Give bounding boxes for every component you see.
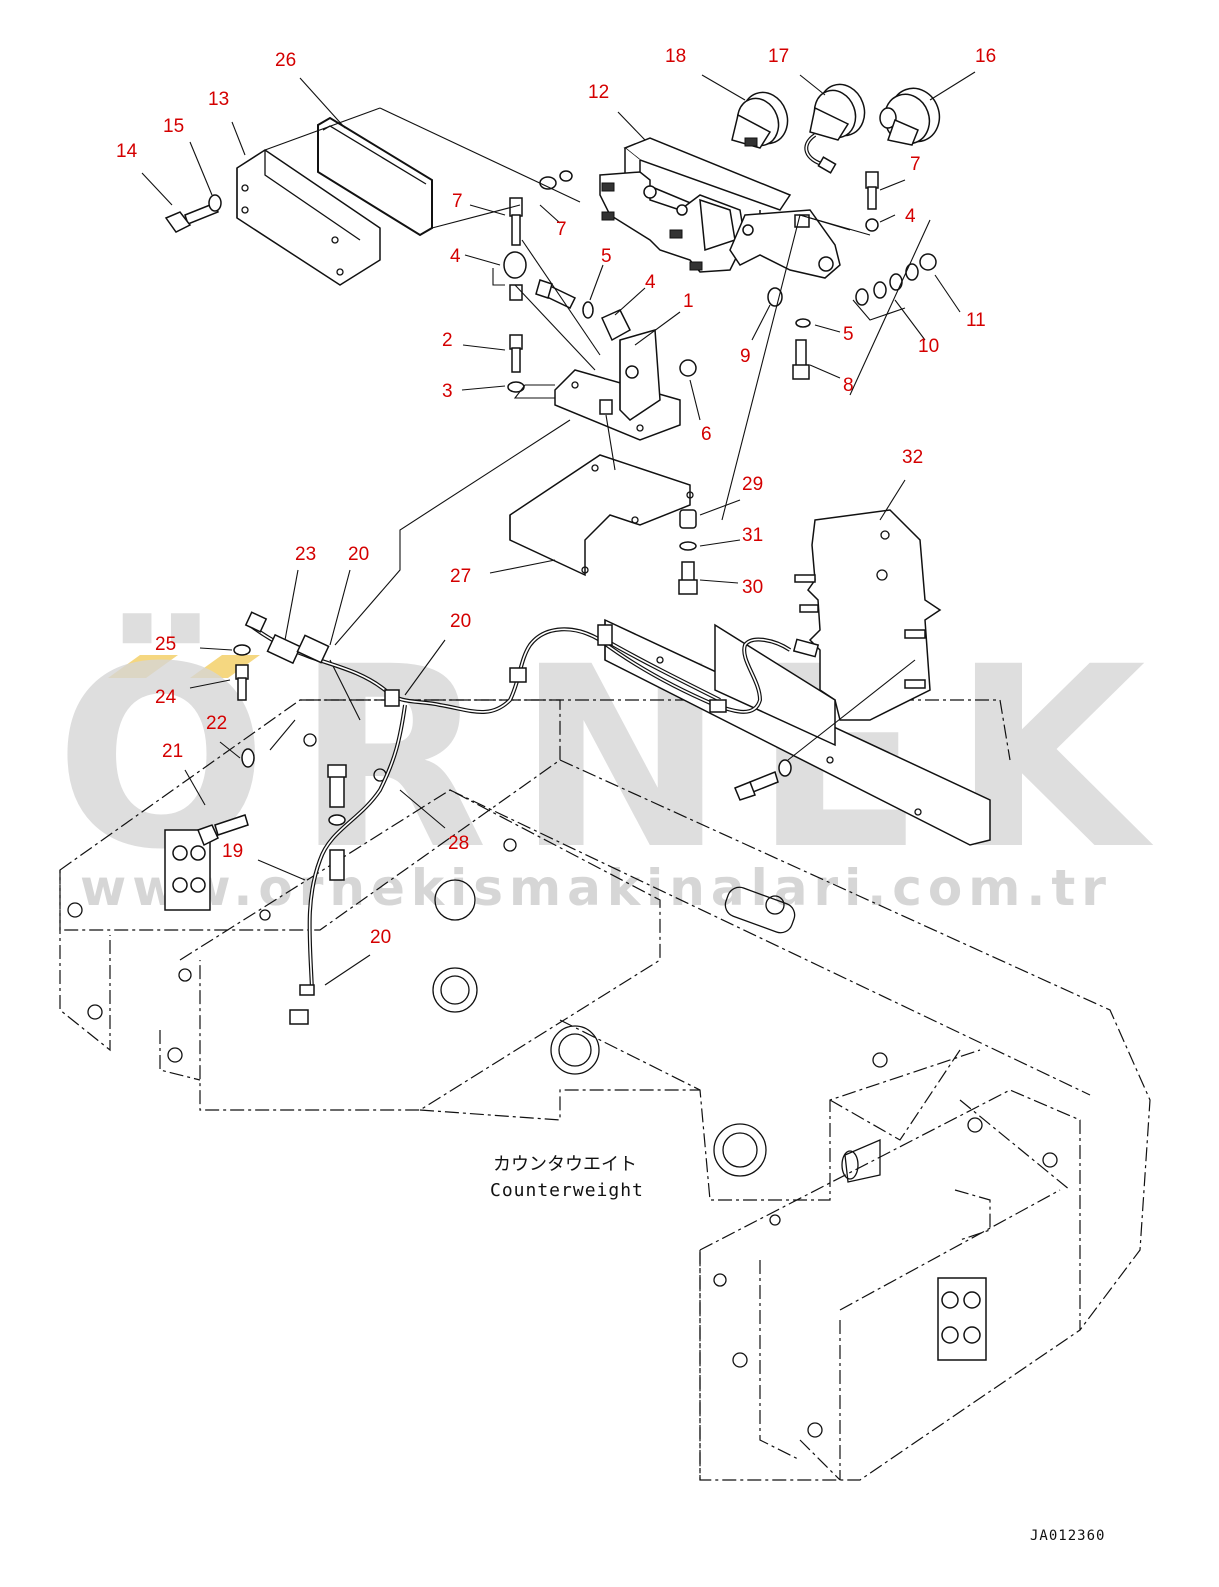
- bolt-2: [509, 334, 523, 373]
- callout-14: 14: [116, 141, 138, 162]
- bolt-7-left: [509, 197, 523, 246]
- gauge-17: [804, 83, 866, 174]
- callout-5a: 5: [601, 246, 612, 267]
- wiring-harness: [197, 611, 820, 1025]
- callout-4a: 4: [450, 246, 461, 267]
- counterweight-label-jp: カウンタウエイト: [493, 1154, 637, 1175]
- callout-7b: 7: [556, 219, 567, 240]
- washer-5-right: [795, 318, 811, 328]
- gauge-bracket-12: [599, 137, 841, 279]
- callout-11: 11: [966, 310, 986, 331]
- callout-18: 18: [665, 46, 686, 67]
- callout-8: 8: [843, 375, 854, 396]
- callout-labels: 1 2 3 4 4 4 5 5 6 7 7 7 8 9 10 11 12 13 …: [116, 46, 996, 948]
- watermark-url: www.ornekismakinalari.com.tr: [80, 859, 1112, 917]
- washer-top: [559, 170, 573, 182]
- gauge-16: [879, 87, 941, 146]
- callout-5b: 5: [843, 324, 854, 345]
- callout-7c: 7: [910, 154, 921, 175]
- bracket-plate-32: [794, 509, 942, 721]
- callout-leaders: [141, 71, 976, 986]
- base-plate-27: [509, 454, 694, 577]
- callout-31: 31: [742, 525, 763, 546]
- callout-20c: 20: [370, 927, 391, 948]
- mount-4-small: [865, 218, 879, 232]
- callout-17: 17: [768, 46, 789, 67]
- callout-22: 22: [206, 713, 227, 734]
- assembly-lines: [264, 107, 931, 761]
- callout-15: 15: [163, 116, 184, 137]
- callout-13: 13: [208, 89, 229, 110]
- callout-23: 23: [295, 544, 316, 565]
- callout-3: 3: [442, 381, 453, 402]
- callout-19: 19: [222, 841, 243, 862]
- callout-28: 28: [448, 833, 469, 854]
- mount-29: [679, 509, 697, 529]
- washer-15: [208, 194, 222, 212]
- bolt-7-right: [865, 171, 879, 210]
- drawing-code: JA012360: [1030, 1528, 1105, 1544]
- callout-29: 29: [742, 474, 763, 495]
- callout-10: 10: [918, 336, 939, 357]
- callout-4c: 4: [905, 206, 916, 227]
- callout-27: 27: [450, 566, 471, 587]
- callout-12: 12: [588, 82, 609, 103]
- callout-20b: 20: [450, 611, 471, 632]
- nut-11: [919, 253, 937, 271]
- bolt-5: [535, 279, 577, 309]
- watermark-accent-right: [190, 655, 260, 678]
- callout-2: 2: [442, 330, 453, 351]
- washer-9: [767, 287, 783, 307]
- watermark-brand: ÖRNEK: [55, 613, 1174, 904]
- mount-bracket-1: [554, 329, 681, 441]
- washer-3: [507, 381, 525, 393]
- cover-bracket-13: [236, 149, 381, 286]
- callout-24: 24: [155, 687, 177, 708]
- callout-30: 30: [742, 577, 763, 598]
- washer-31: [679, 541, 697, 551]
- callout-25: 25: [155, 634, 176, 655]
- watermark-accent-left: [108, 655, 178, 678]
- washers-10: [855, 263, 919, 306]
- watermark: ÖRNEK www.ornekismakinalari.com.tr: [55, 613, 1174, 917]
- callout-6: 6: [701, 424, 712, 445]
- callout-21: 21: [162, 741, 183, 762]
- callout-16: 16: [975, 46, 996, 67]
- gauge-18: [731, 91, 789, 149]
- callout-26: 26: [275, 50, 296, 71]
- bolt-8: [792, 339, 810, 380]
- washer-5: [582, 301, 594, 319]
- counterweight-label-en: Counterweight: [490, 1180, 644, 1201]
- nut-6: [679, 359, 697, 377]
- callout-20a: 20: [348, 544, 369, 565]
- callout-7a: 7: [452, 191, 463, 212]
- counterweight-outline: [59, 699, 1151, 1481]
- bolt-30: [678, 561, 698, 595]
- callout-4b: 4: [645, 272, 656, 293]
- callout-32: 32: [902, 447, 923, 468]
- callout-9: 9: [740, 346, 751, 367]
- callout-1: 1: [683, 291, 694, 312]
- mount-4-right: [601, 309, 631, 342]
